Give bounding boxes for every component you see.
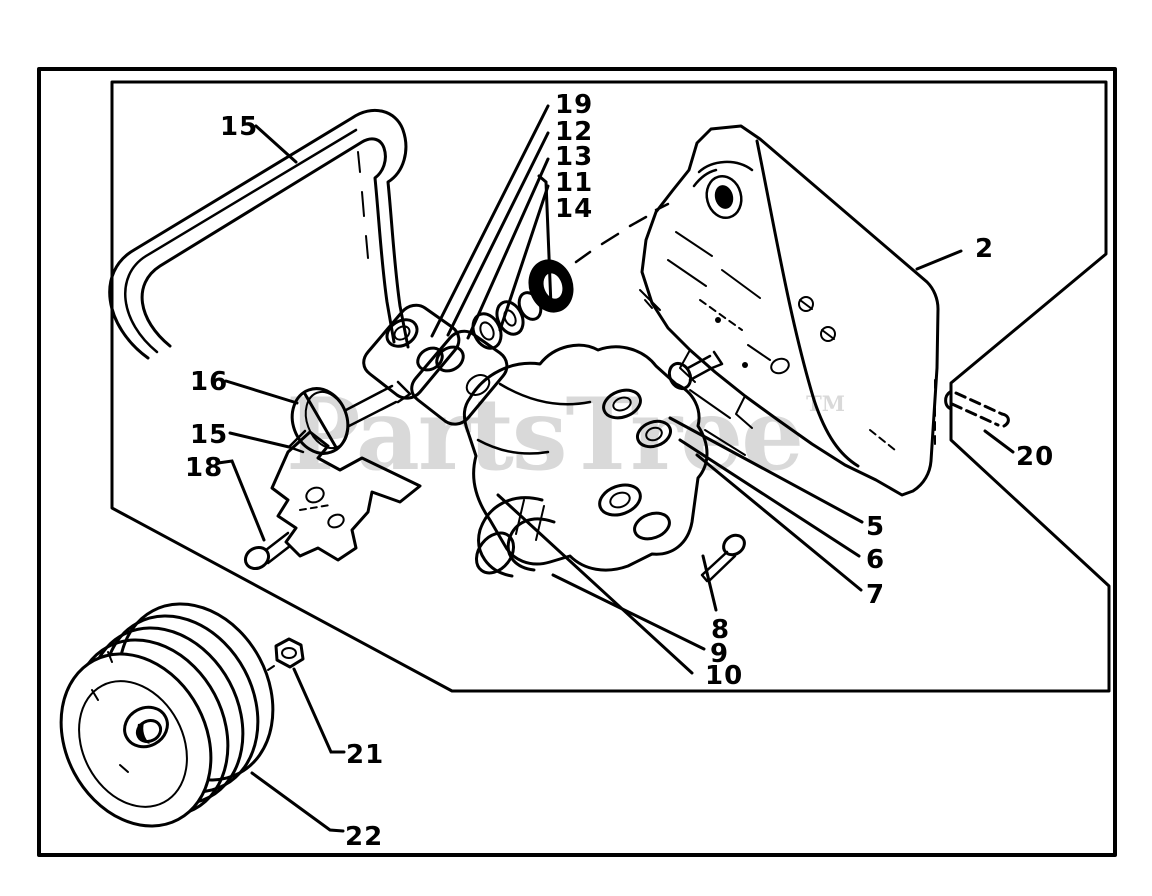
block-top-bracket [692,160,754,220]
callout-part-10: 10 [496,493,743,691]
callout-plate-19: 19 [430,90,593,338]
callout-number-bolt-18: 18 [185,453,223,483]
cover-edge [755,139,860,468]
callout-number-stud-8: 8 [711,615,730,645]
callout-pulley-22: 22 [250,771,383,852]
engine-block-drawing [639,124,940,497]
pulley-22-drawing [59,602,275,828]
callout-leader-screw-16 [224,379,299,405]
callout-number-seal-14: 14 [555,194,593,224]
callout-leader-bracket-15 [228,431,291,449]
callout-cover-2: 2 [915,234,994,271]
callout-leader-stud-8 [701,554,718,612]
stud-8-drawing [700,533,746,583]
callout-nut-21: 21 [292,667,384,770]
callout-leader-part-7 [695,453,863,592]
callout-number-part-7: 7 [866,580,885,610]
callout-leader-belt [254,124,298,164]
callout-leader-washer-11 [498,184,550,332]
callout-leader-pulley-22 [250,771,345,833]
callout-number-nut-21: 21 [346,740,384,770]
belt-drawing [108,108,410,360]
stud-upper-drawing [667,350,724,391]
axis-dashes [574,202,670,264]
callout-leader-part-9 [551,573,706,651]
callout-leader-cover-2 [915,249,963,271]
callout-leader-plate-12 [446,131,550,337]
thumbscrew-drawing [290,380,412,455]
callout-number-plate-19: 19 [555,90,593,120]
callout-bracket-15: 15 [190,420,291,450]
callout-number-pulley-22: 22 [345,822,383,852]
callout-part-7: 7 [695,453,885,610]
callout-leader-part-10 [496,493,694,675]
callout-number-washer-13: 13 [555,142,593,172]
callout-plate-12: 12 [446,117,593,337]
callout-part-5: 5 [668,416,885,542]
callout-washer-11: 11 [498,168,593,332]
bolt-18-drawing [243,531,292,571]
callout-washer-13: 13 [466,142,593,340]
callout-leader-bolt-18 [216,459,266,542]
bracket-drawing [243,429,422,571]
block-face-details [639,231,936,456]
callout-number-washer-11: 11 [555,168,593,198]
callout-number-belt: 15 [220,112,258,142]
pin-20-drawing [944,390,1010,428]
plates-drawing [362,303,509,426]
callout-stud-8: 8 [701,554,730,645]
callout-leader-part-6 [678,438,861,558]
panel-border [110,80,1111,693]
callout-belt: 15 [220,112,298,164]
callout-number-plate-12: 12 [555,117,593,147]
callout-number-bracket-15: 15 [190,420,228,450]
callout-bolt-18: 18 [185,453,266,542]
callout-part-6: 6 [678,438,885,575]
callout-leader-seal-14 [537,174,553,308]
callout-pin-20: 20 [983,429,1054,472]
hose-elbow-drawing [474,496,556,578]
callout-leader-washer-13 [466,157,550,340]
callout-seal-14: 14 [537,174,593,308]
callout-screw-16: 16 [190,367,299,405]
nut-21-drawing [267,637,305,671]
callout-number-part-5: 5 [866,512,885,542]
callout-number-part-6: 6 [866,545,885,575]
callout-number-part-9: 9 [710,639,729,669]
callout-leader-part-5 [668,416,864,524]
outer-border [37,67,1117,857]
pump-body-drawing [462,343,746,583]
callout-leader-pin-20 [983,429,1015,454]
callout-number-part-10: 10 [705,661,743,691]
callout-part-9: 9 [551,573,729,669]
callout-leader-plate-19 [430,104,550,338]
callout-number-cover-2: 2 [975,234,994,264]
callout-number-pin-20: 20 [1016,442,1054,472]
callout-number-screw-16: 16 [190,367,228,397]
callout-leader-nut-21 [292,667,346,754]
